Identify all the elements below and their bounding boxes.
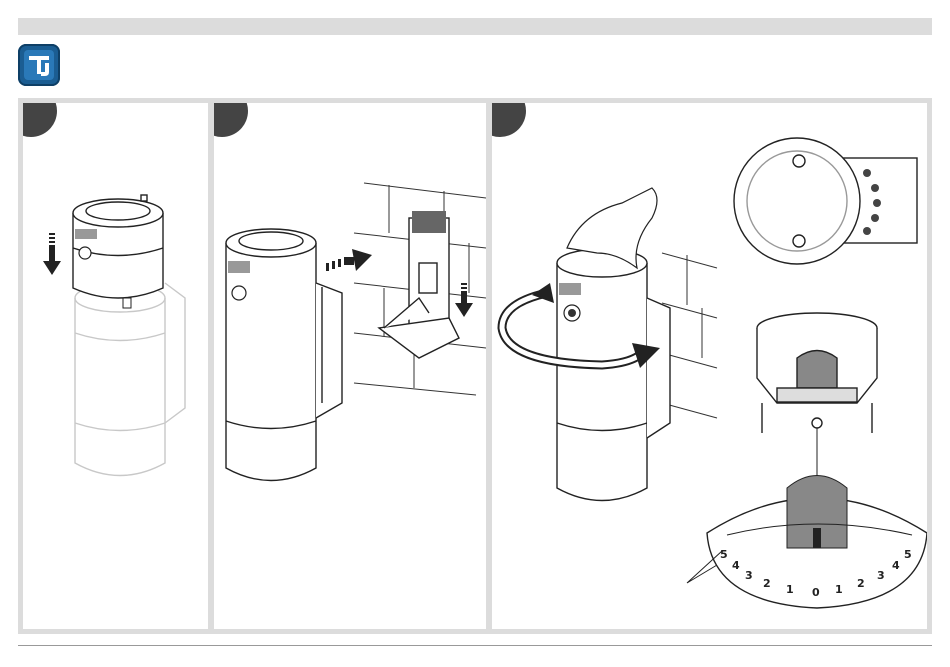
step-panel-2 <box>214 103 486 629</box>
insert-down-arrow-icon <box>43 233 61 275</box>
tj-logo-icon <box>18 44 60 86</box>
dial-right-number: 2 <box>857 577 865 590</box>
dial-right-number: 3 <box>877 569 885 582</box>
dial-left-number: 1 <box>786 583 794 596</box>
dial-left-number: 2 <box>763 577 771 590</box>
dial-center-number: 0 <box>812 586 820 599</box>
camera-insert-illustration <box>23 103 208 629</box>
alignment-dial-detail <box>687 476 927 609</box>
step-panel-3: 5 4 3 2 1 0 1 2 3 4 5 <box>492 103 927 629</box>
wall-mount-illustration <box>214 103 486 629</box>
dial-right-number: 4 <box>892 559 900 572</box>
logo-glyph <box>24 50 54 80</box>
dial-right-number: 5 <box>904 548 912 561</box>
step-panel-1 <box>23 103 208 629</box>
dial-right-number: 1 <box>835 583 843 596</box>
dial-left-number: 4 <box>732 559 740 572</box>
header-bar <box>18 18 932 35</box>
instruction-frame: 5 4 3 2 1 0 1 2 3 4 5 <box>18 98 932 634</box>
side-view-detail <box>757 313 877 433</box>
logo-inner <box>24 50 54 80</box>
rotate-adjust-illustration: 5 4 3 2 1 0 1 2 3 4 5 <box>492 103 927 629</box>
dial-left-number: 3 <box>745 569 753 582</box>
slide-in-arrow-icon <box>326 249 372 271</box>
dial-left-number: 5 <box>720 548 728 561</box>
footer-rule <box>18 645 932 646</box>
slide-down-arrow-icon <box>455 283 473 317</box>
top-view-detail <box>734 138 917 264</box>
